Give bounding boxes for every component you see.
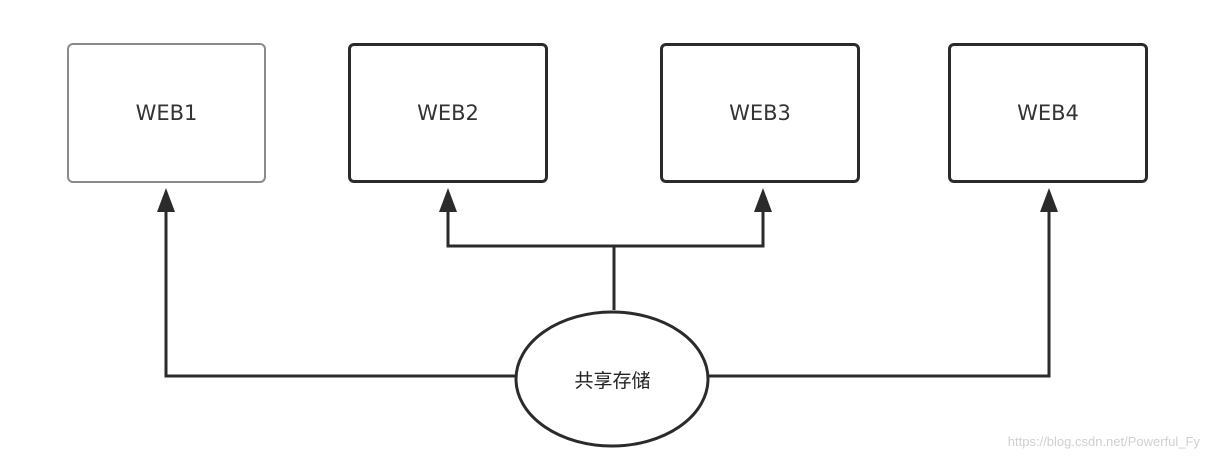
- watermark: https://blog.csdn.net/Powerful_Fy: [1007, 434, 1200, 449]
- web2-node: WEB2: [348, 43, 548, 183]
- connector-web4: [708, 210, 1051, 378]
- storage-node: 共享存储: [515, 310, 710, 448]
- arrow-web2: [439, 188, 457, 212]
- web1-label: WEB1: [135, 101, 198, 125]
- web1-node: WEB1: [67, 43, 266, 183]
- arrow-web4: [1040, 188, 1058, 212]
- web3-label: WEB3: [729, 101, 791, 125]
- arrow-web1: [157, 188, 175, 212]
- connector-web2-web3: [446, 210, 765, 248]
- web4-label: WEB4: [1017, 101, 1079, 125]
- arrow-web3: [754, 188, 772, 212]
- connector-web1: [164, 210, 517, 378]
- storage-ellipse: [514, 310, 710, 448]
- web4-node: WEB4: [948, 43, 1148, 183]
- storage-label: 共享存储: [574, 369, 651, 392]
- web2-label: WEB2: [417, 101, 479, 125]
- web3-node: WEB3: [660, 43, 860, 183]
